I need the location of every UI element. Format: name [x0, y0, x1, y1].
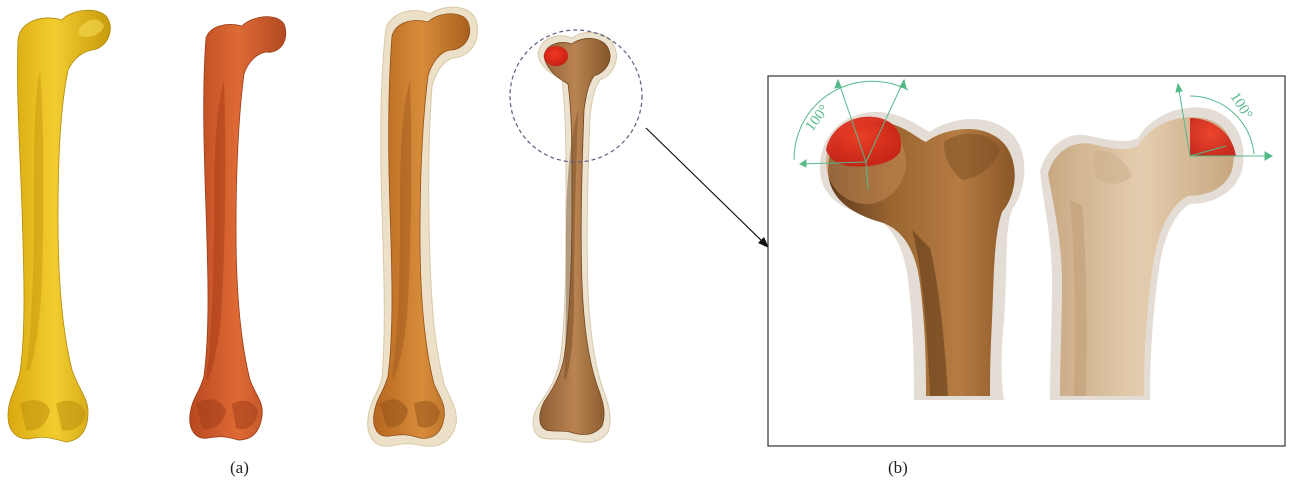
femur-orange-with-shell	[368, 7, 478, 446]
caption-a: (a)	[230, 458, 249, 478]
femur-yellow	[8, 10, 110, 442]
femoral-head-highlight-small	[544, 46, 568, 66]
zoom-arrow	[646, 128, 769, 248]
panel-a	[8, 7, 769, 446]
caption-b: (b)	[888, 458, 908, 478]
femur-red	[190, 17, 286, 440]
femur-brown-with-highlight	[533, 32, 616, 442]
panel-b: 100° 100°	[768, 76, 1285, 446]
